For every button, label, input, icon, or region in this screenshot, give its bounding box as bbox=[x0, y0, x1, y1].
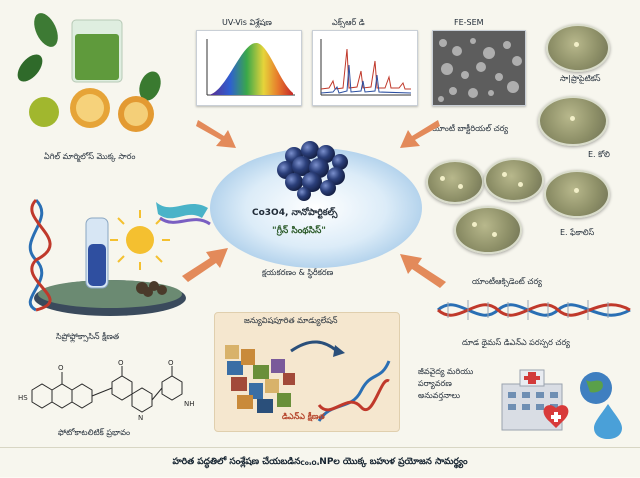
petri-dish-middle bbox=[484, 158, 544, 202]
svg-text:HS: HS bbox=[18, 394, 28, 402]
biomedical-label: జీవవైద్య మరియు పర్యావరణ అనువర్తనాలు bbox=[418, 367, 474, 400]
inhibition-zone-icon bbox=[574, 42, 579, 47]
dna-helix-icon bbox=[317, 360, 391, 422]
dna-interaction-label: దూడ థైమస్ డిఎన్ఎ పరస్పర చర్య bbox=[462, 338, 570, 347]
svg-text:O: O bbox=[58, 364, 64, 372]
svg-text:O: O bbox=[168, 360, 174, 367]
leaf-icon bbox=[17, 13, 161, 101]
e-faecalis-label: E. ఫేకాలిస్ bbox=[560, 228, 595, 237]
sun-icon bbox=[110, 210, 170, 270]
green-synthesis-label: "గ్రీన్ సింథసిస్" bbox=[272, 226, 326, 236]
cipro-degradation-illustration bbox=[28, 198, 186, 316]
dna-degradation-label: డిఎన్ఎ క్షీణత bbox=[282, 412, 325, 421]
characterization-label: క్షయకరణం & స్థిరీకరణ bbox=[262, 268, 334, 277]
xrd-pattern-panel bbox=[312, 30, 418, 106]
sem-texture-icon bbox=[433, 31, 525, 105]
footer-text-start: హరిత పద్ధతిలో సంశ్లేషణ చేయబడిన bbox=[172, 457, 301, 467]
antibacterial-label: యాంటీ బాక్టీరియల్ చర్య bbox=[432, 124, 509, 133]
spectrum-icon bbox=[206, 39, 295, 96]
chemical-structure-icon: HS O O O N NH bbox=[18, 360, 195, 420]
water-drop-icon bbox=[594, 404, 622, 439]
petri-dish-top-right bbox=[538, 96, 608, 146]
dna-double-helix-icon bbox=[436, 300, 631, 320]
central-nanoparticle-blob bbox=[210, 141, 422, 268]
lime-fruit-icon bbox=[29, 88, 154, 132]
powder-pile-icon bbox=[136, 281, 167, 297]
svg-text:N: N bbox=[138, 414, 143, 420]
hospital-icon bbox=[501, 369, 563, 431]
gene-blocks-dna-icon bbox=[225, 340, 391, 422]
svg-text:O: O bbox=[118, 360, 124, 367]
nanoparticle-cluster-icon bbox=[277, 141, 348, 201]
s-aureus-label: సా|ప్రొపైటికస్ bbox=[560, 74, 601, 83]
beaker-icon bbox=[71, 19, 123, 83]
footer-formula: Co₃O₄ bbox=[300, 459, 320, 467]
fe-sem-image-panel bbox=[432, 30, 526, 106]
genotoxic-label: జన్యువిషపూరిత మాడ్యులేషన్ bbox=[244, 316, 338, 325]
source-label: ఏగిల్ మార్మిలోస్ మొక్క సారం bbox=[44, 152, 136, 161]
arrow-icon bbox=[196, 120, 236, 148]
uv-vis-label: UV-Vis విశ్లేషణ bbox=[222, 18, 272, 27]
antioxidant-label: యాంటీఆక్సిడెంట్ చర్య bbox=[472, 277, 542, 286]
uv-vis-spectrum-panel bbox=[196, 30, 302, 106]
petri-dish-s-aureus bbox=[546, 24, 610, 72]
petri-dish-left bbox=[426, 160, 484, 204]
petri-dish-e-coli bbox=[544, 170, 610, 218]
petri-dish-bottom bbox=[454, 206, 522, 254]
footer-caption: హరిత పద్ధతిలో సంశ్లేషణ చేయబడిన Co₃O₄ NPల… bbox=[0, 447, 640, 478]
cipro-label: సిప్రోఫ్లోక్సాసిన్ క్షీణత bbox=[56, 332, 120, 341]
block-pile-icon bbox=[225, 345, 295, 413]
genotoxic-modulation-panel bbox=[214, 312, 400, 432]
svg-text:NH: NH bbox=[184, 400, 195, 408]
heart-cross-icon bbox=[543, 405, 569, 428]
xrd-peaks-icon bbox=[320, 39, 412, 96]
dna-helix-icon bbox=[28, 198, 52, 312]
biomedical-environment-illustration bbox=[501, 369, 622, 439]
xrd-label: ఎక్స్‌ఆర్ డి bbox=[332, 18, 365, 27]
plant-extract-illustration bbox=[17, 13, 161, 132]
ribbon-icon bbox=[156, 202, 211, 226]
arrow-icon bbox=[400, 254, 446, 288]
photocatalytic-label: ఫోటోకాటలిటిక్ ప్రభావం bbox=[58, 428, 131, 437]
globe-icon bbox=[580, 372, 612, 404]
arrow-icon bbox=[182, 248, 228, 282]
fe-sem-label: FE-SEM bbox=[454, 18, 484, 27]
test-tube-icon bbox=[85, 217, 109, 289]
arrow-icon bbox=[400, 120, 440, 148]
e-coli-label: E. కోలి bbox=[588, 150, 610, 159]
center-title: Co3O4, నానోపార్టికల్స్ bbox=[252, 208, 338, 218]
footer-text-end: NPల యొక్క బహుళ ప్రయోజన సామర్థ్యం bbox=[319, 457, 468, 467]
